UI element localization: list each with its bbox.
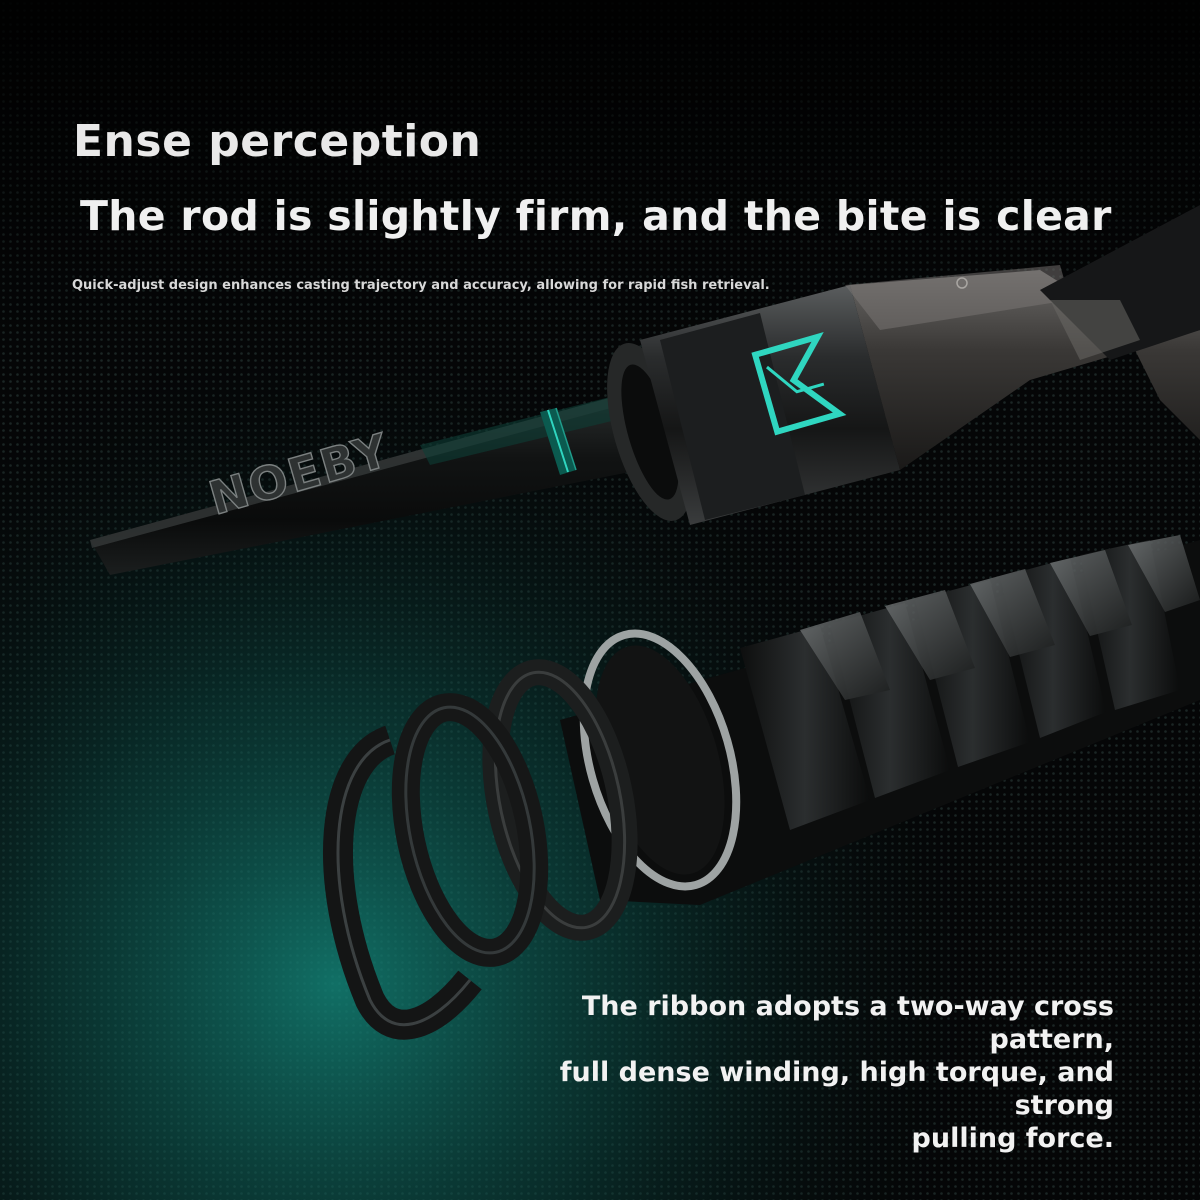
ribbon-description-line: pulling force. xyxy=(911,1123,1114,1154)
ribbon-description-line: full dense winding, high torque, and str… xyxy=(559,1057,1114,1121)
brand-logo-icon xyxy=(751,332,847,436)
reel-seat-rod: NOEBY xyxy=(90,205,1200,575)
ribbon-wrapped-grip xyxy=(323,535,1200,1040)
ribbon-description: The ribbon adopts a two-way cross patter… xyxy=(474,990,1114,1155)
ribbon-description-line: The ribbon adopts a two-way cross patter… xyxy=(581,991,1114,1055)
tagline: Quick-adjust design enhances casting tra… xyxy=(72,278,770,293)
subheadline: The rod is slightly firm, and the bite i… xyxy=(80,192,1112,240)
headline: Ense perception xyxy=(73,116,482,167)
